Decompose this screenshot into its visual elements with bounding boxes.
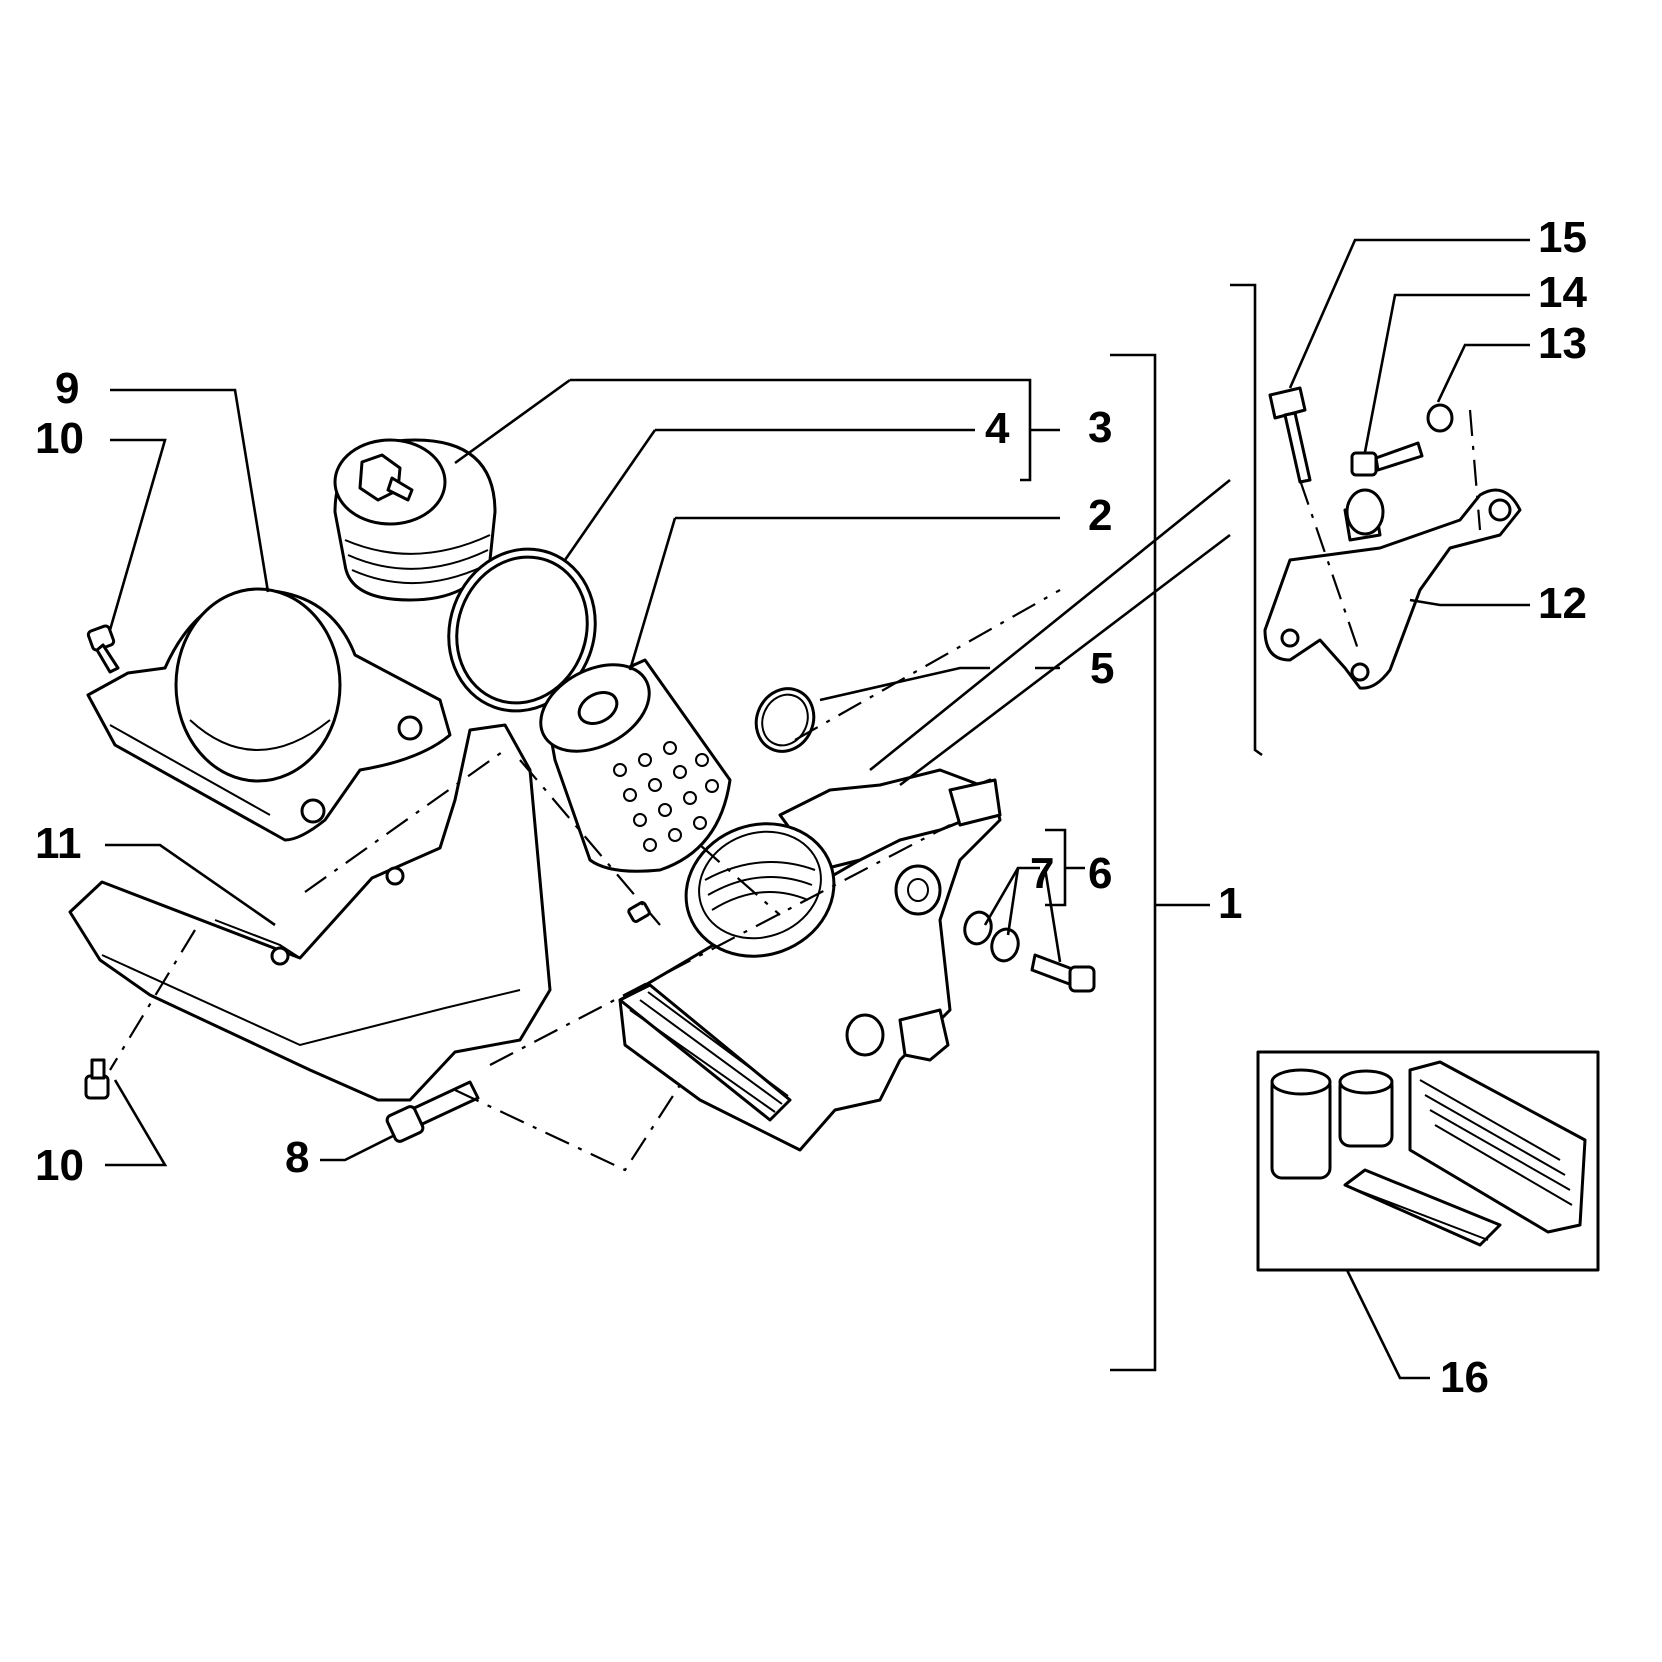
callout-12: 12	[1538, 579, 1587, 628]
callout-2: 2	[1088, 491, 1112, 540]
callout-11: 11	[35, 819, 82, 868]
bolt-icon	[1030, 953, 1096, 993]
lower-cover-icon	[68, 723, 552, 1102]
washer-icon	[1426, 403, 1454, 433]
bolt-icon	[86, 624, 120, 674]
callout-6: 6	[1088, 849, 1112, 898]
filter-kit-icon	[1256, 1050, 1600, 1272]
callout-4: 4	[985, 404, 1010, 453]
filter-housing-icon	[618, 768, 1002, 1152]
bolt-icon	[1268, 386, 1312, 484]
callout-8: 8	[285, 1133, 309, 1182]
o-ring-icon	[754, 687, 816, 753]
callout-14: 14	[1538, 268, 1587, 317]
callout-10-bottom: 10	[35, 1141, 84, 1190]
alignment-lines	[109, 409, 1482, 1172]
washer-icon	[963, 910, 1020, 963]
callout-10-top: 10	[35, 414, 84, 463]
filter-cap-icon	[333, 438, 497, 602]
heat-shield-icon	[86, 587, 452, 842]
o-ring-icon	[447, 547, 597, 713]
callout-5: 5	[1090, 644, 1114, 693]
callout-1: 1	[1218, 879, 1242, 928]
callout-15: 15	[1538, 213, 1587, 262]
bolt-icon	[84, 1058, 110, 1100]
callout-labels: 1 2 3 4 5 6 7 8 9 10 10 11 12 13 14 15 1…	[35, 213, 1587, 1402]
bolt-icon	[1350, 441, 1424, 477]
leader-lines	[105, 238, 1530, 1380]
callout-9: 9	[55, 364, 79, 413]
callout-13: 13	[1538, 319, 1587, 368]
callout-3: 3	[1088, 403, 1112, 452]
filter-cartridge-icon	[539, 658, 732, 873]
bracket-icon	[1263, 488, 1522, 690]
callout-7: 7	[1030, 849, 1054, 898]
callout-16: 16	[1440, 1353, 1489, 1402]
